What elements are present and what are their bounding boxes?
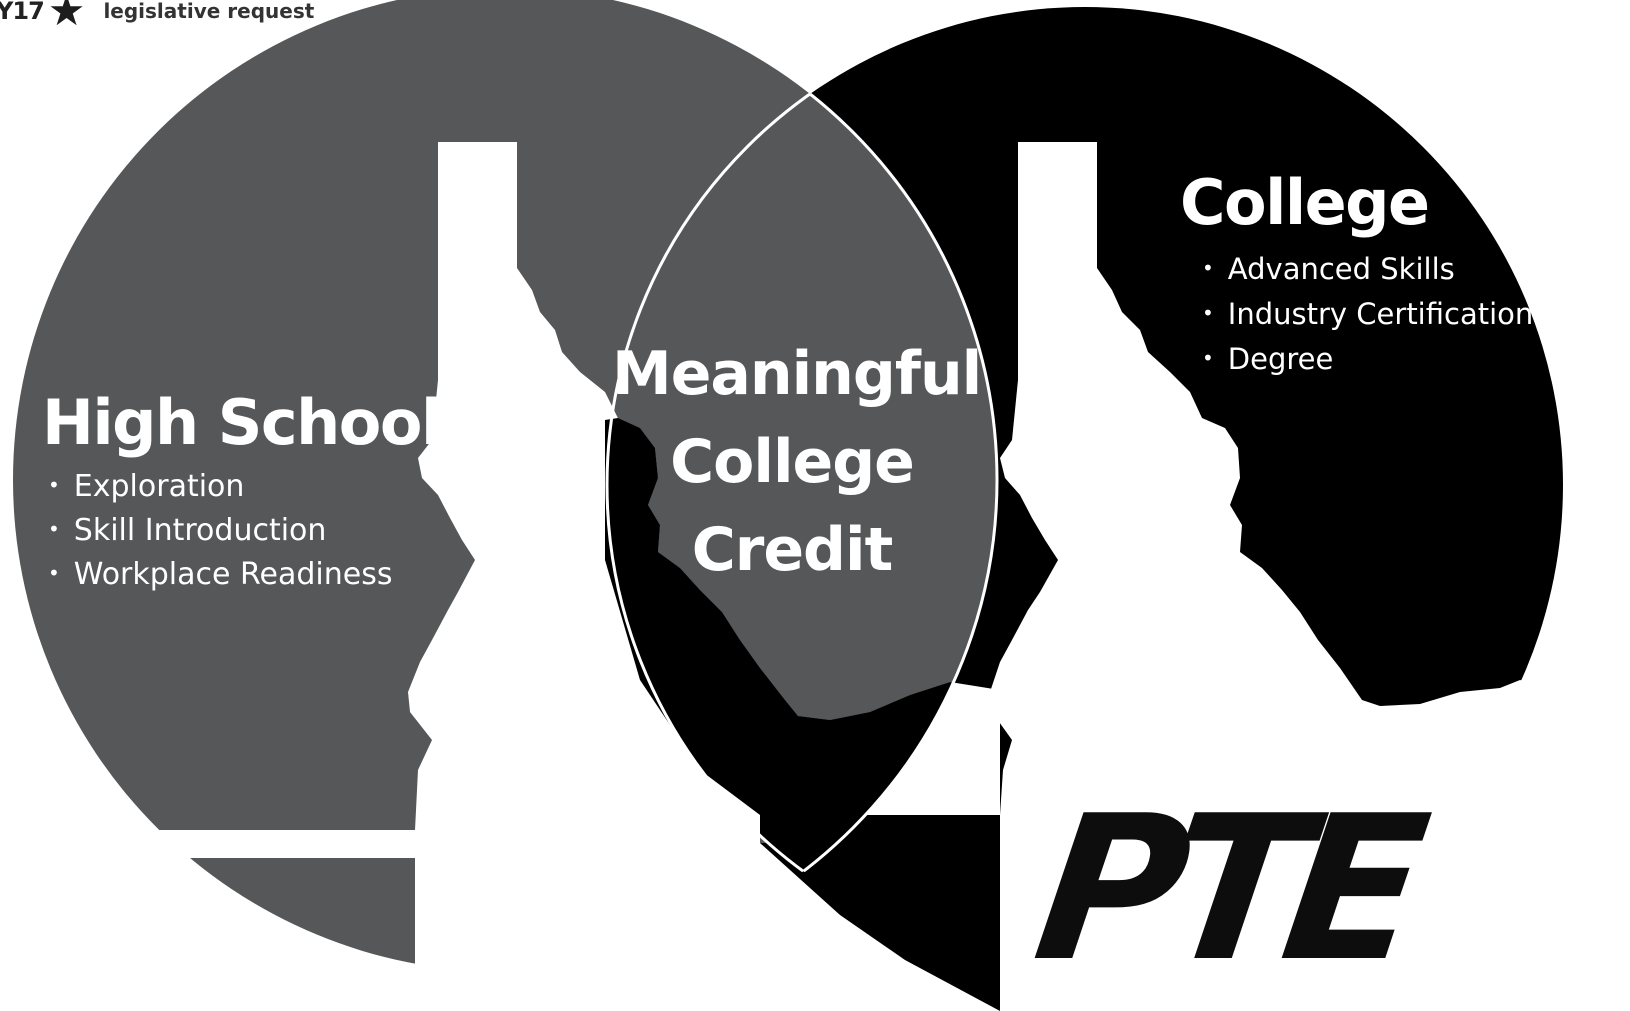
overlap-line-2: College: [670, 427, 915, 497]
college-block: College Advanced Skills Industry Certifi…: [1180, 172, 1533, 383]
overlap-outline-right: [605, 5, 997, 965]
high-school-block: High School Exploration Skill Introducti…: [42, 386, 442, 598]
pte-logo: PTE: [1023, 773, 1423, 1006]
list-item: Degree: [1202, 338, 1533, 383]
list-item: Exploration: [48, 466, 441, 510]
list-item: Workplace Readiness: [48, 554, 441, 598]
list-item: Industry Certification: [1202, 293, 1533, 338]
overlap-line-3: Credit: [691, 515, 894, 585]
header: Y17 ★ legislative request: [0, 0, 315, 35]
overlap-state-shape: [607, 300, 997, 720]
high-school-list: Exploration Skill Introduction Workplace…: [48, 466, 441, 598]
college-list: Advanced Skills Industry Certification D…: [1202, 248, 1533, 383]
overlap-line-1: Meaningful: [612, 339, 982, 409]
college-title: College: [1180, 166, 1430, 239]
idaho-silhouette-right: [990, 142, 1630, 1011]
header-subtitle: legislative request: [103, 0, 315, 23]
list-item: Advanced Skills: [1202, 248, 1533, 293]
list-item: Skill Introduction: [48, 510, 441, 554]
high-school-title: High School: [42, 386, 442, 459]
overlap-block: Meaningful College Credit: [612, 330, 982, 594]
star-icon: ★: [47, 0, 86, 35]
year-fragment: Y17: [0, 0, 45, 25]
overlap-lower-dark: [605, 418, 997, 815]
lens-bottom-black: [760, 843, 1000, 1011]
overlap-outline-left: [607, 7, 999, 963]
